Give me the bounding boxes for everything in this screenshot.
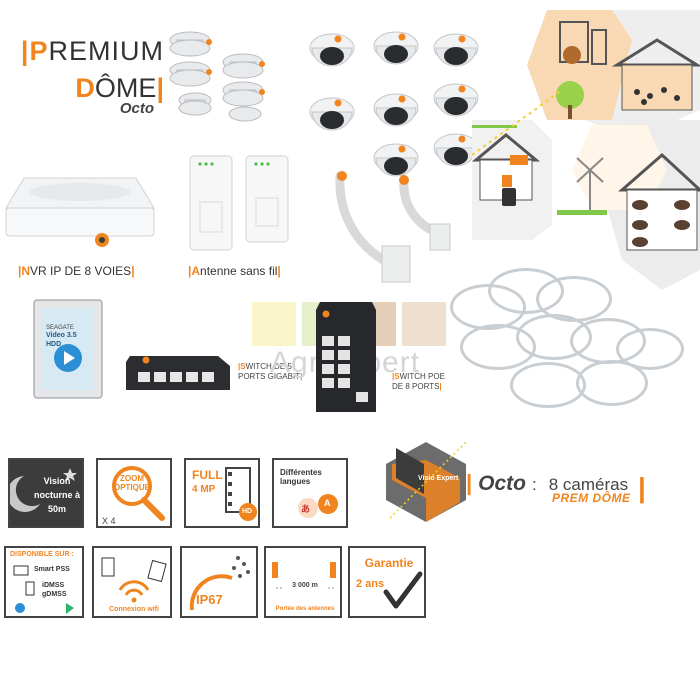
wifi-text: Connexion wifi (109, 606, 159, 613)
nvr-label: |NVR IP DE 8 VOIES| (18, 264, 135, 278)
switch-5-ports-label: |SWITCH DE 5 PORTS GIGABIT| (238, 362, 303, 381)
apps-tile: DISPONIBLE SUR : Smart PSS iDMSS gDMSS (4, 546, 84, 618)
dome-cameras-image (309, 31, 479, 177)
hard-drive-image (33, 299, 103, 399)
app-smart-pss: Smart PSS (34, 566, 70, 573)
title-line-2: D ÔME | (75, 73, 164, 103)
app-idmss: iDMSS (42, 582, 65, 589)
octo-name: Octo (478, 472, 526, 495)
megapixel-text: 4 MP (192, 484, 216, 495)
wireless-antennas-image (189, 155, 289, 251)
ethernet-cables-image (450, 268, 690, 418)
antenna-range-tile: 3 000 m Portée des antennes (264, 546, 342, 618)
optical-zoom-tile: ZOOM OPTIQUE X 4 (96, 458, 172, 528)
farm-illustration (472, 10, 700, 290)
nvr-device-image (5, 177, 155, 247)
switch-poe-image (316, 302, 376, 412)
hdd-brand: SEAGATE (46, 325, 74, 331)
title-line-3: Octo (119, 100, 154, 117)
resolution-tile: FULL 4 MP HD (184, 458, 260, 528)
available-title: DISPONIBLE SUR : (10, 551, 74, 558)
languages-tile: Différentes langues あ A (272, 458, 348, 528)
fence-icon (402, 302, 446, 346)
ip67-text: IP67 (196, 592, 223, 607)
zoom-factor: X 4 (102, 516, 116, 526)
mount-brackets-image (169, 31, 265, 122)
full-text: FULL (192, 468, 223, 482)
warranty-tile: Garantie 2 ans (348, 546, 426, 618)
night-vision-tile: Vision nocturne à 50m (8, 458, 84, 528)
ip67-tile: IP67 (180, 546, 258, 618)
app-gdmss: gDMSS (42, 591, 67, 598)
brand-title: | P REMIUM D ÔME | Octo (4, 36, 164, 117)
antenna-label: |Antenne sans fil| (188, 264, 281, 278)
range-label: Portée des antennes (275, 606, 335, 612)
octo-cameras: 8 caméras (548, 475, 629, 494)
wifi-tile: Connexion wifi (92, 546, 172, 618)
lang-glyph-2: A (324, 498, 331, 508)
switch-poe-label: |SWITCH POE DE 8 PORTS| (392, 372, 445, 391)
title-line-1: | P REMIUM (20, 36, 164, 66)
optical-zoom-text: ZOOM OPTIQUE (113, 474, 150, 492)
octo-heading: | Octo : 8 caméras (466, 470, 629, 495)
octo-bar: | (638, 472, 646, 503)
octo-subtitle: PREM DÔME (552, 491, 631, 505)
warranty-line-1: Garantie (364, 556, 414, 570)
title-line-1-initial: P (29, 36, 49, 66)
title-line-1-rest: REMIUM (48, 36, 164, 66)
hd-badge: HD (242, 508, 253, 515)
octo-colon: : (532, 475, 537, 494)
title-line-2-rest: ÔME (94, 73, 157, 103)
hdd-label-line2: HDD (46, 341, 62, 348)
lang-glyph-1: あ (301, 504, 311, 514)
languages-text: Différentes langues (280, 468, 322, 486)
range-value: 3 000 m (282, 582, 328, 589)
night-vision-text: Vision nocturne à 50m (33, 476, 80, 514)
wall-brackets-image (335, 171, 451, 283)
hdd-label-line1: Video 3.5 (46, 332, 77, 339)
tractor-icon (252, 302, 296, 346)
logo-text: Visio Expert (418, 475, 459, 482)
switch-5-ports-image (126, 356, 230, 390)
warranty-line-2: 2 ans (356, 578, 385, 590)
title-line-2-initial: D (75, 73, 95, 103)
visio-expert-logo (386, 441, 467, 522)
